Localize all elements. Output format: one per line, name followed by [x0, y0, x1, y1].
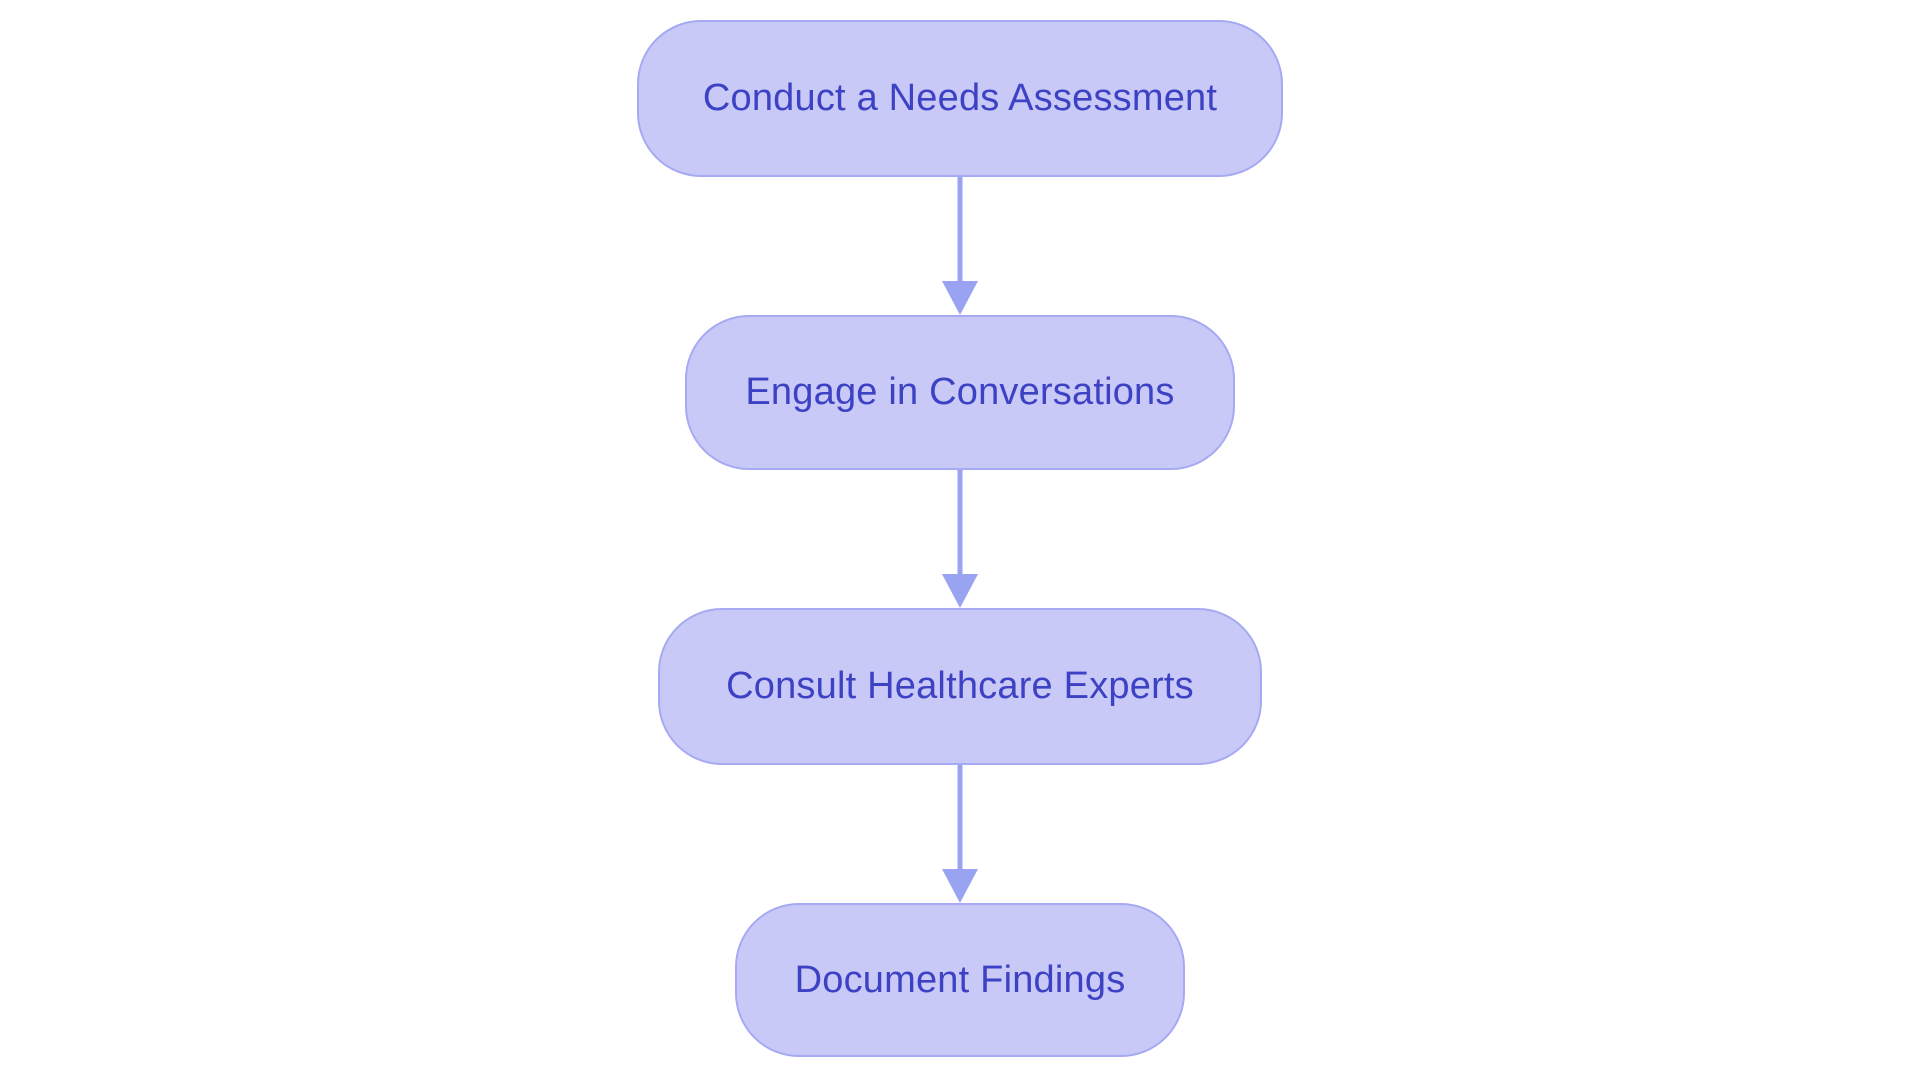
- node-label: Conduct a Needs Assessment: [702, 77, 1218, 119]
- node-label: Document Findings: [794, 958, 1126, 1001]
- node-label: Engage in Conversations: [745, 371, 1175, 413]
- arrow-head-down-icon: [942, 574, 978, 608]
- arrow-shaft: [957, 177, 963, 287]
- flow-node-consult-healthcare-experts: Consult Healthcare Experts: [658, 608, 1262, 765]
- node-label: Consult Healthcare Experts: [726, 665, 1194, 707]
- arrow-shaft: [957, 470, 963, 580]
- flow-arrow-step2-to-step3: [941, 470, 979, 608]
- flow-node-engage-in-conversations: Engage in Conversations: [685, 315, 1235, 470]
- flow-arrow-step3-to-step4: [941, 765, 979, 903]
- arrow-shaft: [957, 765, 963, 875]
- flow-node-conduct-needs-assessment: Conduct a Needs Assessment: [637, 20, 1283, 177]
- arrow-head-down-icon: [942, 281, 978, 315]
- flow-arrow-step1-to-step2: [941, 177, 979, 315]
- arrow-head-down-icon: [942, 869, 978, 903]
- flow-node-document-findings: Document Findings: [735, 903, 1185, 1057]
